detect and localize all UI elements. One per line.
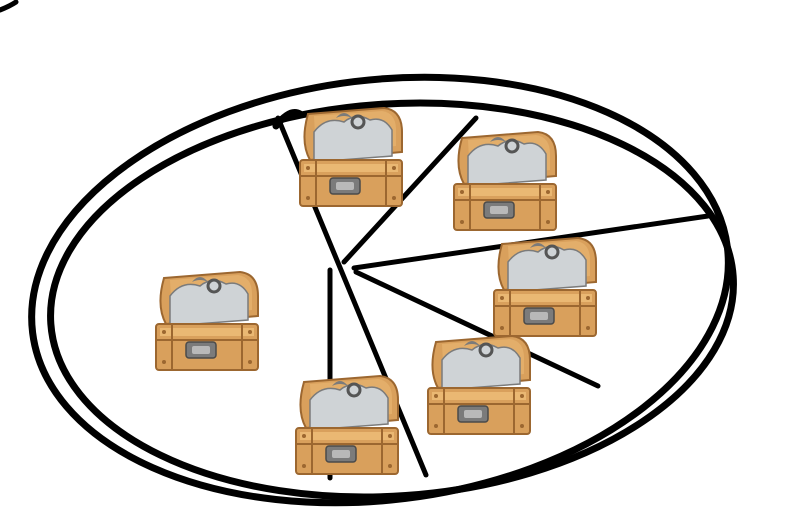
treasure-chest-icon	[298, 106, 404, 208]
corner-stroke	[0, 0, 19, 13]
treasure-chest-icon	[492, 236, 598, 338]
divider-line	[353, 269, 601, 389]
treasure-chest-icon	[426, 334, 532, 436]
scribble-loop	[28, 73, 737, 507]
treasure-chest-icon	[452, 130, 558, 232]
treasure-chest-icon	[154, 270, 260, 372]
treasure-chest-icon	[294, 374, 400, 476]
divider-line	[341, 115, 479, 265]
